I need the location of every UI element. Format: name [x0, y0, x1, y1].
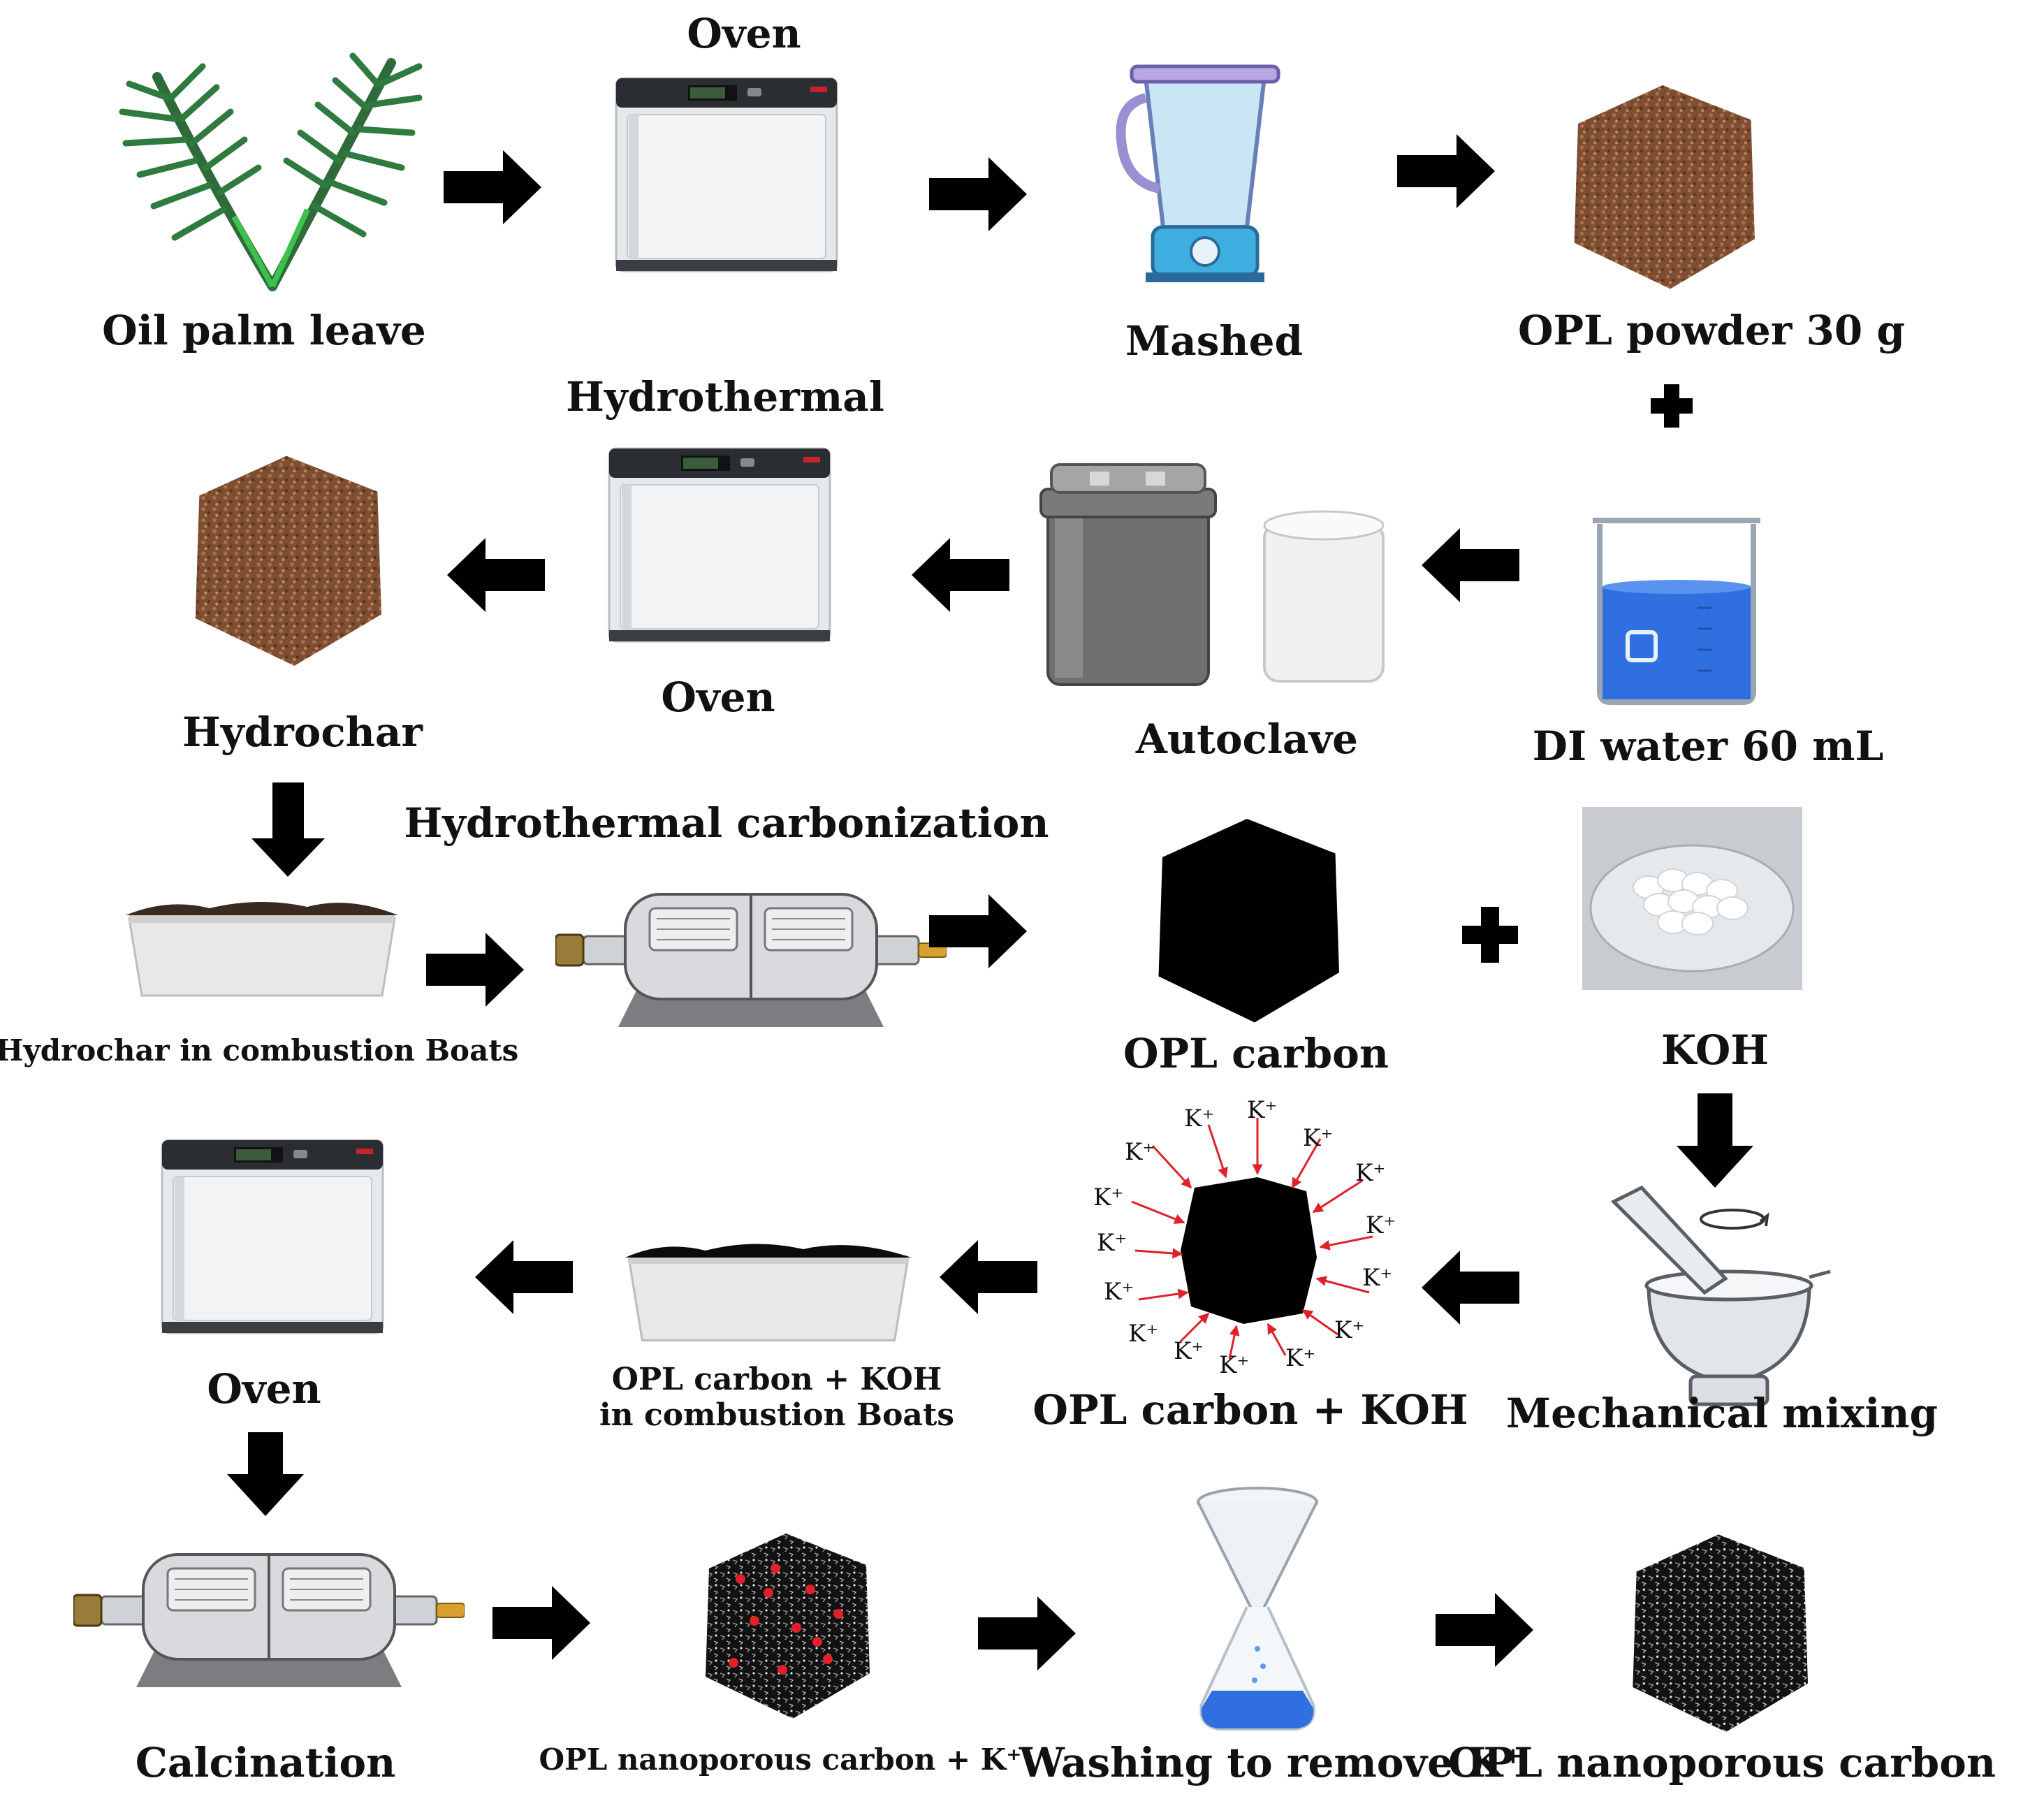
- beaker-icon: [1593, 518, 1760, 705]
- k-ion-label: K⁺: [1093, 1183, 1123, 1211]
- k-ion-label: K⁺: [1362, 1264, 1392, 1292]
- label-oven-row4: Oven: [207, 1365, 321, 1413]
- combustion-boat-icon: [625, 1244, 912, 1342]
- oven-icon: [161, 1139, 384, 1334]
- label-oven-row2: Oven: [661, 673, 775, 721]
- mortar-pestle-icon: [1610, 1185, 1831, 1406]
- filter-funnel-icon: [1197, 1487, 1318, 1731]
- carbon-koh-particle-icon: [1131, 1118, 1373, 1360]
- plus-icon: [1651, 384, 1693, 428]
- label-calcination: Calcination: [135, 1739, 396, 1786]
- label-nanoporous-k: OPL nanoporous carbon + K⁺: [539, 1742, 1022, 1777]
- label-opl-carbon: OPL carbon: [1123, 1030, 1389, 1077]
- plus-icon: [1462, 907, 1518, 963]
- k-ion-label: K⁺: [1355, 1159, 1385, 1187]
- flow-arrows-row3: [426, 894, 1027, 1007]
- carbon-cube-icon: [1158, 819, 1339, 1023]
- label-washing: Washing to remove K⁺: [1019, 1739, 1524, 1786]
- label-opl-carbon-koh-boats: OPL carbon + KOH in combustion Boats: [599, 1362, 955, 1433]
- nanoporous-cube-icon: [1633, 1534, 1808, 1732]
- flow-arrow-down: [227, 1432, 304, 1516]
- k-ion-label: K⁺: [1366, 1211, 1396, 1239]
- label-oven-top: Oven: [687, 10, 801, 57]
- blender-icon: [1116, 64, 1280, 282]
- palm-leaf-icon: [119, 52, 423, 291]
- label-oil-palm-leave: Oil palm leave: [102, 307, 426, 354]
- hydrochar-cube-icon: [195, 456, 381, 666]
- k-ion-label: K⁺: [1334, 1316, 1364, 1344]
- k-ion-label: K⁺: [1174, 1337, 1204, 1365]
- powder-cube-icon: [1574, 85, 1755, 289]
- k-ion-labels: K⁺ K⁺ K⁺ K⁺ K⁺ K⁺ K⁺ K⁺ K⁺ K⁺ K⁺ K⁺ K⁺ K…: [1093, 1096, 1396, 1379]
- k-ion-label: K⁺: [1219, 1351, 1249, 1379]
- flow-arrow-down: [251, 782, 325, 877]
- label-opl-powder: OPL powder 30 g: [1518, 307, 1905, 354]
- k-ion-label: K⁺: [1184, 1105, 1214, 1132]
- label-hydrochar-boats: Hydrochar in combustion Boats: [0, 1033, 519, 1068]
- label-hydrothermal: Hydrothermal: [566, 373, 884, 421]
- k-ion-label: K⁺: [1247, 1096, 1277, 1124]
- label-koh: KOH: [1660, 1026, 1769, 1074]
- nanoporous-cube-k-icon: [706, 1534, 870, 1719]
- flow-arrows-row5: [492, 1586, 1533, 1670]
- k-ion-label: K⁺: [1128, 1320, 1158, 1348]
- oven-icon: [615, 77, 838, 272]
- label-mashed: Mashed: [1125, 317, 1304, 365]
- label-opl-carbon-koh: OPL carbon + KOH: [1032, 1386, 1468, 1434]
- k-ion-label: K⁺: [1097, 1229, 1127, 1257]
- label-hydrochar: Hydrochar: [182, 708, 423, 756]
- k-ion-label: K⁺: [1303, 1124, 1333, 1152]
- flow-arrow-down: [1677, 1093, 1753, 1188]
- k-ion-label: K⁺: [1104, 1278, 1134, 1306]
- k-ion-label: K⁺: [1285, 1344, 1315, 1372]
- label-hydrothermal-carbonization: Hydrothermal carbonization: [404, 799, 1049, 847]
- combustion-boat-icon: [126, 901, 398, 997]
- k-ion-label: K⁺: [1125, 1138, 1155, 1166]
- koh-pellets-icon: [1582, 807, 1802, 990]
- tube-furnace-icon: [555, 893, 947, 1028]
- flow-arrows-row2: [447, 528, 1519, 612]
- flow-arrows-row4: [475, 1240, 1519, 1325]
- flow-arrows-row1: [444, 134, 1495, 231]
- tube-furnace-icon: [73, 1553, 465, 1689]
- label-opl-nanoporous-carbon: OPL nanoporous carbon: [1447, 1739, 1996, 1786]
- label-mechanical-mixing: Mechanical mixing: [1505, 1390, 1939, 1437]
- label-autoclave: Autoclave: [1135, 715, 1359, 763]
- label-di-water: DI water 60 mL: [1532, 722, 1884, 770]
- autoclave-icon: [1039, 463, 1385, 686]
- oven-icon: [608, 447, 831, 643]
